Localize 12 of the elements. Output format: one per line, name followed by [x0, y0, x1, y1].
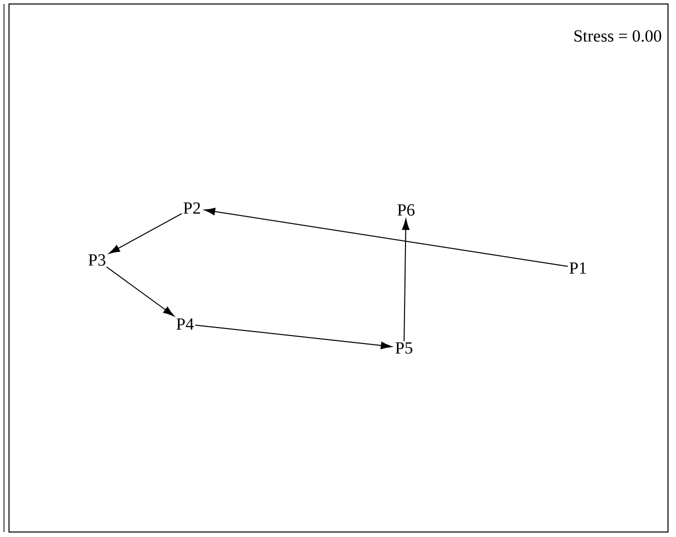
point-label: P1 [570, 262, 586, 274]
stress-value: Stress = 0.00 [574, 30, 662, 42]
arrow [194, 324, 392, 350]
arrow [106, 266, 174, 316]
point-label: P5 [396, 342, 412, 354]
point-label: P6 [398, 204, 414, 216]
point-label: P4 [176, 318, 194, 330]
point-label: P3 [88, 254, 106, 266]
arrow [402, 218, 410, 342]
arrow [108, 213, 182, 254]
point-label: P2 [184, 202, 200, 214]
arrow [204, 208, 568, 267]
